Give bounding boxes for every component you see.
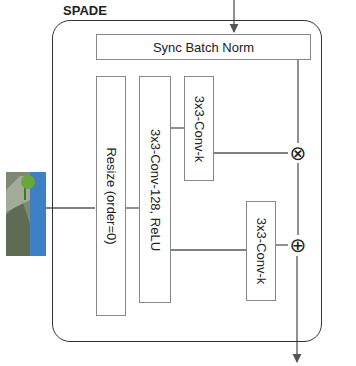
conv-box: 3x3-Conv-k bbox=[184, 76, 214, 181]
block-label: Sync Batch Norm bbox=[153, 40, 254, 55]
block-title: SPADE bbox=[63, 3, 107, 18]
connector bbox=[214, 152, 288, 153]
connector bbox=[276, 244, 288, 245]
multiply-op: ⊗ bbox=[288, 143, 308, 163]
block-label: 3x3-Conv-k bbox=[254, 218, 269, 284]
block-label: 3x3-Conv-128, ReLU bbox=[148, 128, 163, 250]
connector bbox=[297, 60, 298, 143]
connector bbox=[171, 127, 184, 128]
norm-box: Sync Batch Norm bbox=[96, 34, 311, 60]
connector bbox=[297, 163, 298, 235]
resize-box: Resize (order=0) bbox=[96, 76, 126, 316]
input-arrow bbox=[233, 0, 234, 32]
connector bbox=[171, 249, 246, 250]
conv-box: 3x3-Conv-k bbox=[246, 201, 276, 301]
connector bbox=[126, 207, 139, 208]
output-arrow bbox=[296, 256, 297, 362]
block-label: 3x3-Conv-k bbox=[192, 95, 207, 161]
input-line bbox=[46, 207, 95, 208]
block-label: Resize (order=0) bbox=[104, 147, 119, 244]
add-op: ⊕ bbox=[288, 235, 308, 255]
operator-symbol: ⊗ bbox=[290, 143, 307, 163]
segmentation-map bbox=[6, 172, 46, 256]
conv-box: 3x3-Conv-128, ReLU bbox=[139, 76, 171, 303]
spade-block: SPADESync Batch NormResize (order=0)3x3-… bbox=[52, 20, 322, 342]
operator-symbol: ⊕ bbox=[290, 235, 307, 255]
